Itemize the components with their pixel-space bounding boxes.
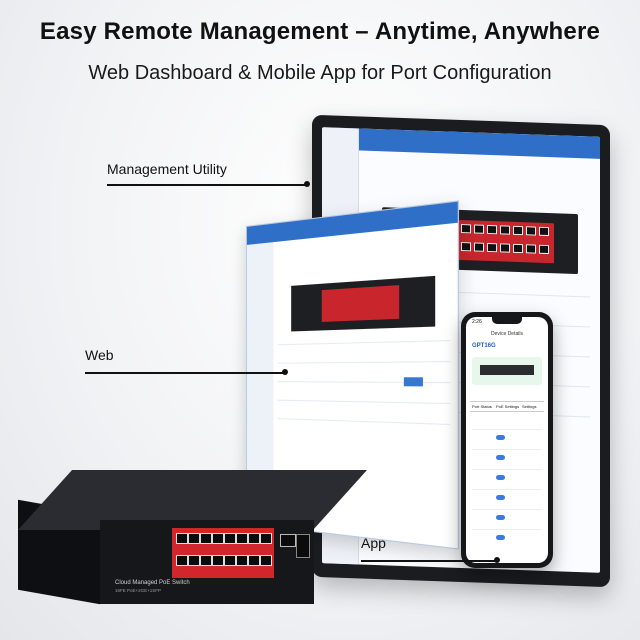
switch-label: Cloud Managed PoE Switch [115,580,190,586]
switch-sfp-port [296,534,310,558]
tab-port-status[interactable]: Port Status [472,404,492,409]
poe-toggle[interactable] [496,455,505,460]
poe-toggle[interactable] [496,495,505,500]
phone-screen: 2:26 Device Details GPT16G Port Status P… [466,317,548,563]
poe-toggle[interactable] [496,435,505,440]
callout-web-line [85,372,285,374]
phone-device-panel [472,357,542,385]
poe-toggle[interactable] [496,535,505,540]
phone-device-id: GPT16G [472,343,496,349]
callout-app: App [361,535,386,551]
poe-toggle[interactable] [496,515,505,520]
callout-web-dot [282,369,288,375]
switch-sublabel: 16FE PoE+2GE+1SFP [115,588,162,593]
phone: 2:26 Device Details GPT16G Port Status P… [461,312,553,568]
callout-management-line [107,184,307,186]
web-apply-button[interactable] [403,377,423,387]
web-device-ports [321,285,400,322]
switch-uplink-port [280,534,296,547]
tab-poe-settings[interactable]: PoE Settings [496,404,520,409]
callout-app-line [361,560,498,562]
laptop-topbar [322,127,600,159]
phone-time: 2:26 [472,319,482,325]
page-subtitle: Web Dashboard & Mobile App for Port Conf… [88,62,552,84]
page-title: Easy Remote Management – Anytime, Anywhe… [39,18,601,45]
callout-web: Web [85,347,114,363]
callout-app-dot [494,557,500,563]
phone-screen-title: Device Details [491,331,523,337]
switch-ports [172,528,274,578]
poe-toggle[interactable] [496,475,505,480]
switch-front-panel: Cloud Managed PoE Switch 16FE PoE+2GE+1S… [100,520,314,604]
laptop-device-ports [444,219,554,264]
phone-tabs: Port Status PoE Settings Settings [470,401,544,412]
phone-device-mini [480,365,534,375]
phone-notch [492,317,522,324]
callout-management-dot [304,181,310,187]
tab-settings[interactable]: Settings [522,404,537,409]
web-device-image [291,275,436,332]
callout-management-utility: Management Utility [107,161,227,177]
